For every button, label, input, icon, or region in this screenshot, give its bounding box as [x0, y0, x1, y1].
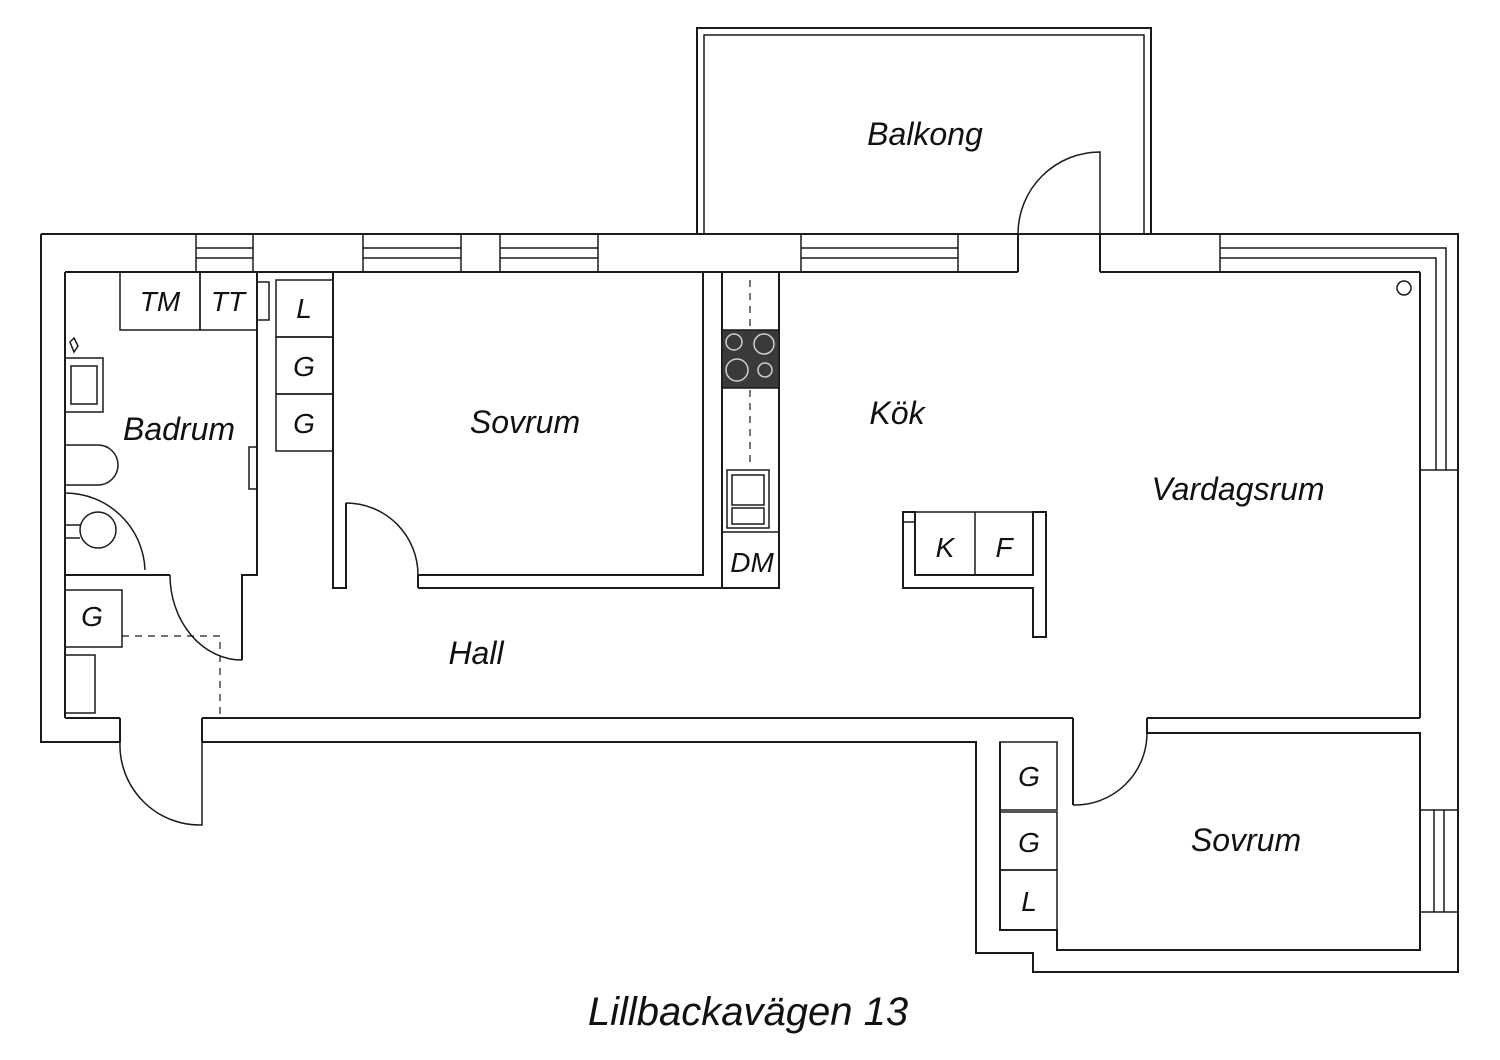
bedroom-2-wardrobe-label: L	[1021, 886, 1037, 917]
bedroom-2	[999, 732, 1148, 931]
entrance-door-swing	[119, 741, 203, 826]
bathroom-door-swing	[169, 574, 243, 661]
bedroom-1	[275, 272, 722, 589]
dishwasher-label: DM	[730, 547, 774, 578]
balcony	[696, 27, 1152, 235]
bedroom-2-door-swing	[1072, 732, 1148, 806]
bedroom-1-wardrobe-label: L	[296, 293, 312, 324]
bedroom-2-wardrobe-label: G	[1018, 827, 1040, 858]
toilet-icon	[64, 444, 119, 486]
sink-icon	[64, 357, 104, 413]
bedroom-1-wardrobe-label: G	[293, 351, 315, 382]
bedroom-2-wardrobe-label: G	[1018, 761, 1040, 792]
room-label-hall: Hall	[448, 635, 504, 671]
room-label-bedroom-1: Sovrum	[470, 404, 580, 440]
floor-plan-caption: Lillbackavägen 13	[588, 990, 908, 1034]
windows	[195, 233, 1459, 913]
kitchen-sink-icon	[726, 469, 770, 529]
bedroom-1-wardrobe-label: G	[293, 408, 315, 439]
bedroom-1-door-swing	[345, 502, 419, 576]
room-label-bedroom-2: Sovrum	[1191, 822, 1301, 858]
room-label-bathroom: Badrum	[123, 411, 235, 447]
room-label-balcony: Balkong	[867, 116, 983, 152]
hall	[64, 589, 221, 826]
freezer-label: F	[995, 532, 1014, 563]
stove-icon	[721, 329, 780, 389]
tumble-dryer-label: TT	[211, 286, 247, 317]
washing-machine-label: TM	[140, 286, 181, 317]
room-label-living-room: Vardagsrum	[1151, 471, 1324, 507]
kitchen	[721, 272, 1412, 638]
bathroom	[64, 271, 270, 661]
room-label-kitchen: Kök	[869, 395, 926, 431]
fridge-label: K	[936, 532, 956, 563]
hall-wardrobe-label: G	[81, 601, 103, 632]
shower-icon	[64, 492, 146, 571]
balcony-door-swing	[1017, 151, 1101, 235]
